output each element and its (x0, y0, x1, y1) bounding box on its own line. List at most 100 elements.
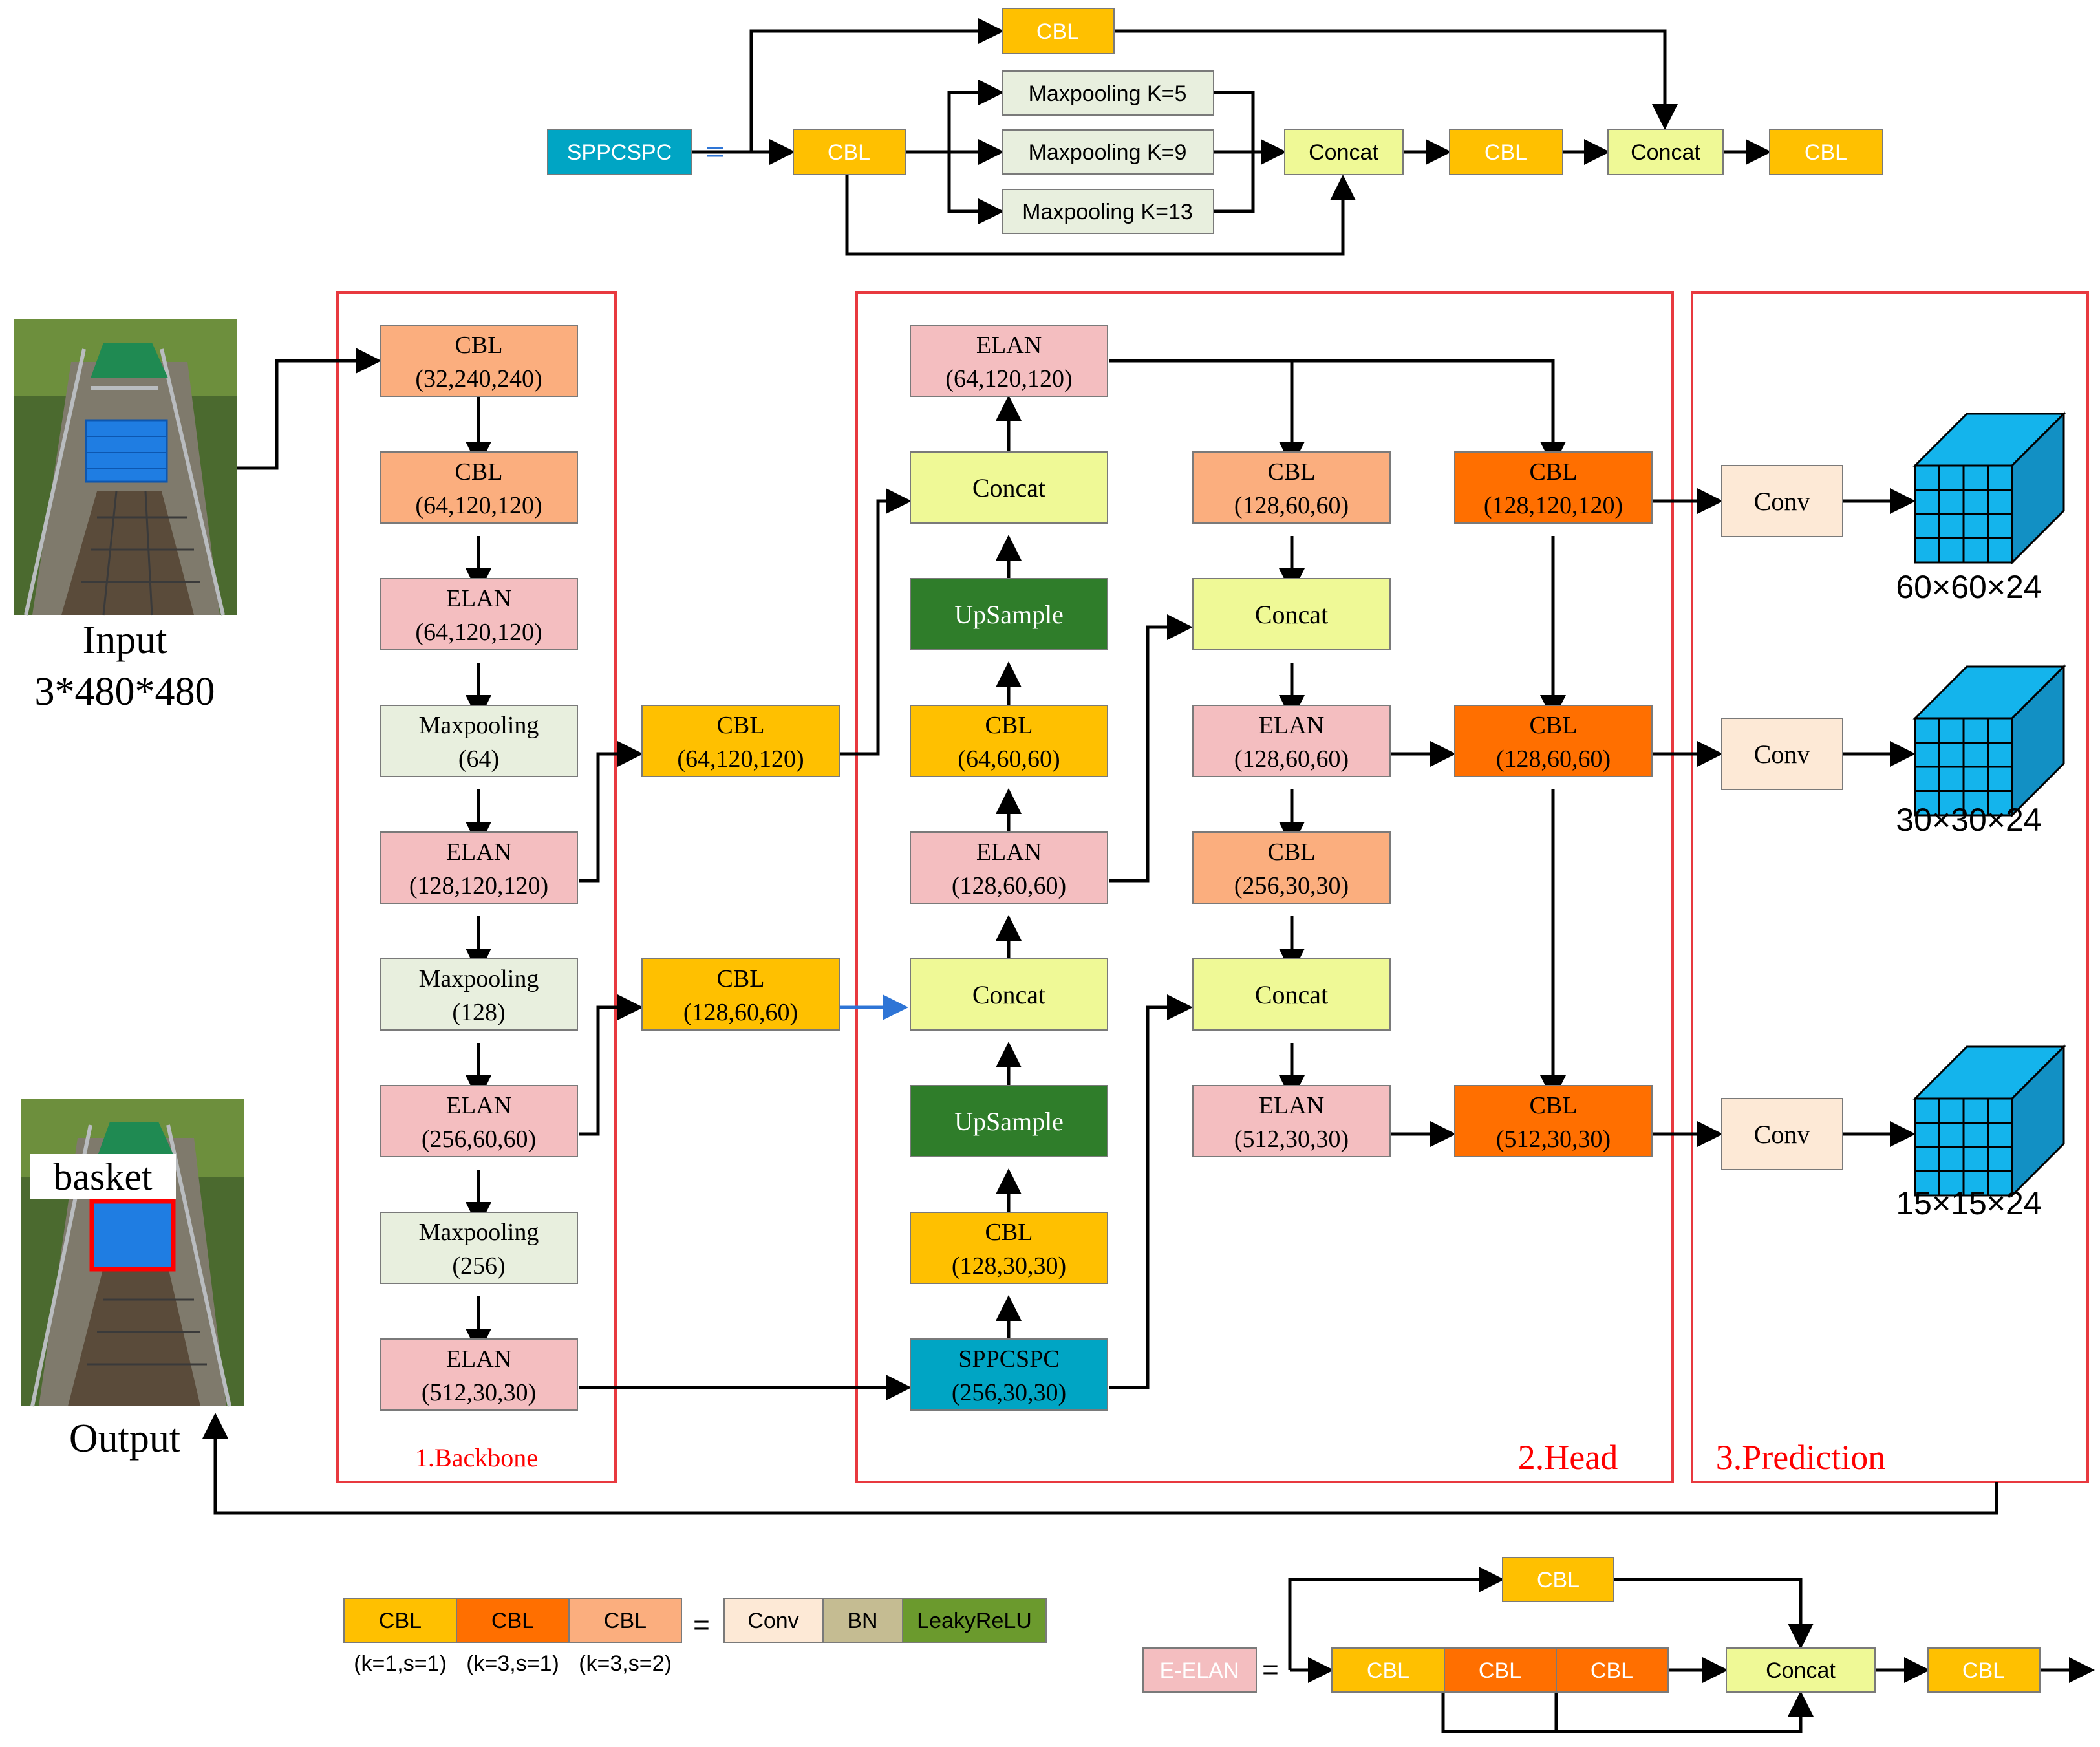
output-label: Output (69, 1417, 180, 1461)
backbone-block-6-name: Maxpooling (419, 965, 539, 992)
head-right-block-1-name: CBL (1530, 458, 1578, 486)
head-frame (855, 291, 1674, 1483)
head-mid-block-3-name: ELAN (1259, 712, 1324, 739)
head-left-block-6: Concat (910, 958, 1108, 1031)
head-left-block-4-shape: (64,60,60) (958, 745, 1060, 773)
backbone-title: 1.Backbone (415, 1443, 538, 1472)
prediction-title: 3.Prediction (1716, 1438, 1885, 1477)
eelan-legend: E-ELAN = CBL CBL CBL CBL Concat CBL (1142, 1557, 2095, 1733)
head-mid-block-6: ELAN(512,30,30) (1192, 1085, 1391, 1157)
head-left-block-5-shape: (128,60,60) (952, 872, 1066, 899)
head-mid-block-1-name: CBL (1268, 458, 1316, 486)
eelan-cbl-top: CBL (1537, 1568, 1580, 1592)
head-right-block-2: CBL (128,60,60) (1454, 705, 1653, 777)
head-title: 2.Head (1518, 1438, 1618, 1477)
head-left-block-1-shape: (64,120,120) (945, 365, 1072, 392)
head-mid-column: CBL(128,60,60)ConcatELAN(128,60,60)CBL(2… (1192, 451, 1391, 1157)
bridge-cbl-2: CBL(128,60,60) (641, 958, 840, 1031)
head-left-block-3-name: UpSample (954, 600, 1064, 629)
prediction-output-size-1: 60×60×24 (1896, 569, 2041, 605)
head-mid-block-4-shape: (256,30,30) (1234, 872, 1349, 899)
backbone-blocks: CBL(32,240,240) CBL (64,120,120) ELAN(64,12… (380, 325, 578, 1411)
backbone-block-6: Maxpooling(128) (380, 958, 578, 1031)
head-left-block-2: Concat (910, 451, 1108, 524)
bridge-cbl-1-shape: (64,120,120) (677, 745, 804, 773)
head-left-block-5: ELAN (128,60,60) (910, 831, 1108, 904)
backbone-block-9-name: ELAN (446, 1345, 511, 1373)
backbone-frame (336, 291, 617, 1483)
sppcspc-concat2: Concat (1607, 129, 1724, 175)
prediction-frame (1691, 291, 2089, 1483)
backbone-block-2-name: CBL (455, 458, 503, 486)
output-image (21, 1099, 244, 1407)
head-left-block-7: UpSample (910, 1085, 1108, 1157)
head-mid-block-2: Concat (1192, 578, 1391, 650)
sppcspc-input-label: SPPCSPC (567, 140, 672, 165)
head-left-block-4-name: CBL (985, 712, 1033, 739)
prediction-conv-2: Conv (1721, 718, 1843, 790)
backbone-block-7: ELAN(256,60,60) (380, 1085, 578, 1157)
backbone-block-8-shape: (256) (452, 1252, 505, 1280)
head-mid-block-3-shape: (128,60,60) (1234, 745, 1349, 773)
sppcspc-arrows (692, 18, 1772, 256)
head-left-block-2-name: Concat (972, 473, 1045, 502)
prediction-conv-label-3: Conv (1754, 1120, 1810, 1149)
sppcspc-cbl-main: CBL (793, 129, 906, 175)
backbone-block-5: ELAN (128,120,120) (380, 831, 578, 904)
backbone-block-1: CBL(32,240,240) (380, 325, 578, 397)
head-left-block-5-name: ELAN (976, 839, 1042, 866)
legend-param-3: (k=3,s=2) (579, 1651, 672, 1676)
head-left-block-9-name: SPPCSPC (958, 1345, 1059, 1373)
backbone-block-5-name: ELAN (446, 839, 511, 866)
bridge-cbl-1-name: CBL (717, 712, 765, 739)
head-mid-block-4: CBL(256,30,30) (1192, 831, 1391, 904)
legend-conv: Conv (747, 1609, 798, 1633)
backbone-block-7-name: ELAN (446, 1092, 511, 1119)
output-tensor-cube-1 (1912, 411, 2066, 565)
head-right-block-1: CBL(128,120,120) (1454, 451, 1653, 524)
sppcspc-concat1: Concat (1284, 129, 1404, 175)
backbone-block-2-shape: (64,120,120) (415, 492, 542, 519)
maxpool-k13-box: Maxpooling K=13 (1002, 189, 1214, 234)
head-left-block-8: CBL(128,30,30) (910, 1212, 1108, 1284)
backbone-block-5-shape: (128,120,120) (409, 872, 548, 899)
cbl-legend: CBL CBL CBL (k=1,s=1) (k=3,s=1) (k=3,s=2… (343, 1598, 1047, 1676)
backbone-block-3: ELAN(64,120,120) (380, 578, 578, 650)
detection-label: basket (53, 1155, 153, 1198)
eelan-label: E-ELAN (1160, 1658, 1239, 1683)
prediction-conv-3: Conv (1721, 1098, 1843, 1170)
head-left-block-3: UpSample (910, 578, 1108, 650)
sppcspc-cbl-mid: CBL (1449, 129, 1563, 175)
backbone-block-9-shape: (512,30,30) (422, 1379, 536, 1406)
prediction-conv-label-2: Conv (1754, 740, 1810, 769)
prediction-output-size-2: 30×30×24 (1896, 802, 2041, 838)
svg-text:Maxpooling K=9: Maxpooling K=9 (1029, 140, 1187, 165)
eelan-chain-cbl-3: CBL (1591, 1658, 1633, 1683)
head-left-column: ELAN(64,120,120)ConcatUpSampleCBL(64,60,… (910, 325, 1108, 1411)
head-right-block-2-shape: (128,60,60) (1496, 745, 1611, 773)
output-tensor-cube-2 (1912, 664, 2066, 818)
sppcspc-detail: SPPCSPC CBL CBL Maxpooling K=5 Maxpoolin… (547, 8, 1883, 256)
head-left-block-1: ELAN (64,120,120) (910, 325, 1108, 397)
head-left-block-9-shape: (256,30,30) (952, 1379, 1066, 1406)
sppcspc-input-eq (707, 147, 723, 157)
legend-cbl-2: CBL (491, 1609, 534, 1633)
eelan-chain-cbl-2: CBL (1479, 1658, 1521, 1683)
head-right-block-2-name: CBL (1530, 712, 1578, 739)
legend-cbl-1: CBL (379, 1609, 422, 1633)
head-left-block-1-name: ELAN (976, 332, 1042, 359)
input-size: 3*480*480 (35, 670, 215, 714)
svg-text:Maxpooling K=13: Maxpooling K=13 (1022, 200, 1193, 224)
backbone-block-4-shape: (64) (458, 745, 499, 773)
svg-text:Maxpooling K=5: Maxpooling K=5 (1029, 81, 1187, 106)
head-mid-block-1-shape: (128,60,60) (1234, 492, 1349, 519)
eelan-chain-cbl-1: CBL (1367, 1658, 1409, 1683)
prediction-conv-1: Conv (1721, 465, 1843, 537)
bridge-cbl-2-name: CBL (717, 965, 765, 992)
head-left-block-8-shape: (128,30,30) (952, 1252, 1066, 1280)
sppcspc-cbl-out: CBL (1769, 129, 1883, 175)
head-left-block-4: CBL (64,60,60) (910, 705, 1108, 777)
head-mid-block-5: Concat (1192, 958, 1391, 1031)
